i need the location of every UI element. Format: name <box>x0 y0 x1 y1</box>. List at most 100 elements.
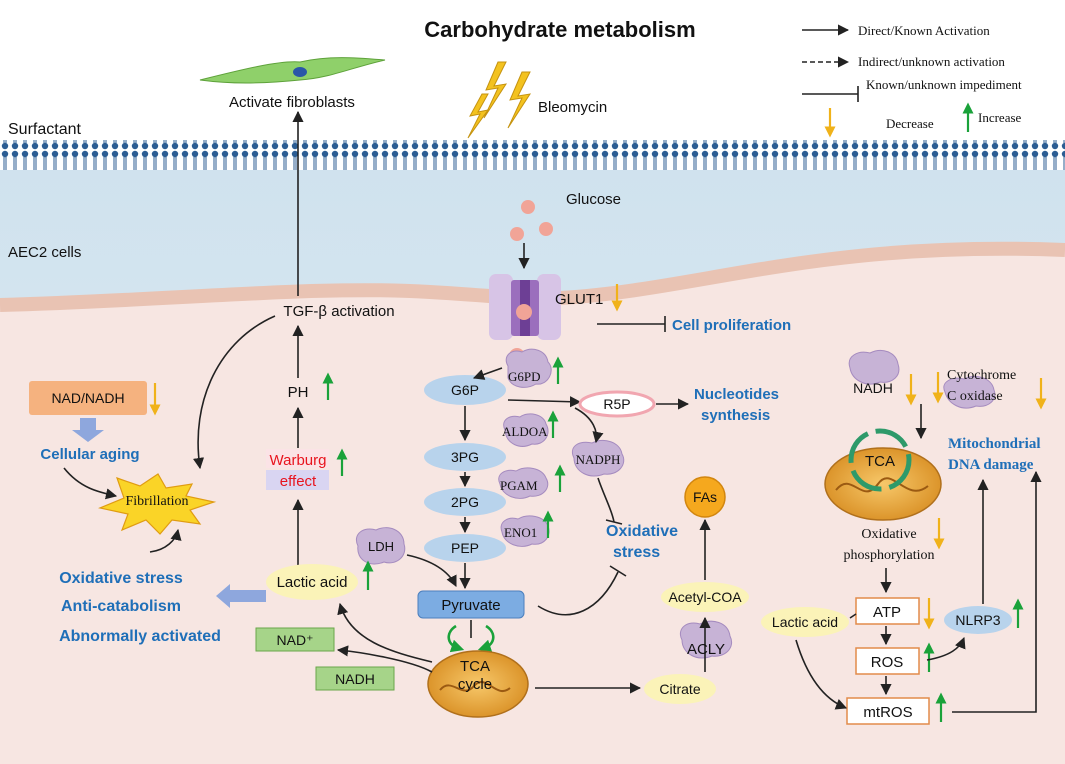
nlrp3-label: NLRP3 <box>955 612 1000 628</box>
ros-label: ROS <box>871 654 904 671</box>
r5p-node <box>578 390 656 418</box>
nad-nadh-label: NAD/NADH <box>51 390 124 406</box>
3pg-label: 3PG <box>451 449 479 465</box>
nadph-label: NADPH <box>576 452 621 467</box>
fibroblast-icon <box>199 57 386 84</box>
mtros-label: mtROS <box>863 704 912 721</box>
pep-label: PEP <box>451 540 479 556</box>
page-title: Carbohydrate metabolism <box>424 17 695 42</box>
glucose-label: Glucose <box>566 191 621 208</box>
fibrillation-starburst-icon <box>97 473 217 535</box>
acly-label: ACLY <box>687 641 725 658</box>
citrate-node <box>644 674 716 704</box>
bleomycin-label: Bleomycin <box>538 99 607 116</box>
down-block-arrow-icon <box>72 418 104 442</box>
mito-dna-label-line1: Mitochondrial <box>948 436 1041 452</box>
glut1-label: GLUT1 <box>555 291 603 308</box>
lactic-acid-right-label: Lactic acid <box>772 614 838 630</box>
aec2-label: AEC2 cells <box>8 244 81 261</box>
3pg-node <box>424 443 506 471</box>
tca-ring-icon <box>848 428 912 492</box>
mitochondrion-right-icon <box>824 447 942 521</box>
legend-decrease: Decrease <box>886 116 934 131</box>
acly-blob <box>680 620 732 659</box>
aldoa-blob <box>503 413 549 447</box>
mitochondrion-left-icon <box>427 650 529 718</box>
enzyme-blobs <box>356 348 996 659</box>
2pg-label: 2PG <box>451 494 479 510</box>
legend: Direct/Known Activation Indirect/unknown… <box>802 23 1022 138</box>
mito-dna-label-line2: DNA damage <box>948 457 1034 473</box>
pyruvate-label: Pyruvate <box>441 597 500 614</box>
activate-fibroblasts-label: Activate fibroblasts <box>229 94 355 111</box>
tca-cycle-label-line2: cycle <box>458 676 492 693</box>
acetyl-coa-label: Acetyl-COA <box>668 589 742 605</box>
oxidative-stress-left-label: Oxidative stress <box>59 570 183 587</box>
eno1-label: ENO1 <box>504 525 537 540</box>
pep-node <box>424 534 506 562</box>
top-region <box>0 0 1065 140</box>
atp-label: ATP <box>873 604 901 621</box>
mtros-box <box>846 697 930 725</box>
ldh-label: LDH <box>368 539 394 554</box>
warburg-label-line2: effect <box>280 473 317 490</box>
anti-catabolism-label: Anti-catabolism <box>61 598 181 615</box>
nad-nadh-box <box>29 381 147 415</box>
ph-label: PH <box>288 384 309 401</box>
nadh-box <box>315 666 395 691</box>
cellular-aging-label: Cellular aging <box>40 446 139 463</box>
lactic-acid-right-node <box>761 607 849 637</box>
nadph-blob <box>572 440 625 477</box>
g6p-label: G6P <box>451 382 479 398</box>
atp-box <box>855 597 920 625</box>
aldoa-label: ALDOA <box>502 424 548 439</box>
tgf-beta-label: TGF-β activation <box>283 303 394 320</box>
nucleotides-label-line1: Nucleotides <box>694 386 779 403</box>
tca-right-label: TCA <box>865 453 895 470</box>
fibrillation-label: Fibrillation <box>126 494 189 509</box>
glycolysis-chain: G6P 3PG 2PG PEP <box>424 367 506 590</box>
glut1-transporter-icon <box>489 274 561 340</box>
nucleotides-label-line2: synthesis <box>701 407 770 424</box>
abnormally-activated-label: Abnormally activated <box>59 628 221 645</box>
fas-node <box>684 476 726 518</box>
legend-increase: Increase <box>978 110 1022 125</box>
nad-plus-label: NAD⁺ <box>277 632 314 648</box>
nlrp3-node <box>944 606 1012 634</box>
nadh-right-label: NADH <box>853 380 893 396</box>
lactic-acid-left-label: Lactic acid <box>277 574 348 591</box>
glucose-molecules-icon <box>510 200 553 241</box>
left-block-arrow-icon <box>216 584 266 608</box>
lactic-acid-left-node <box>266 564 358 600</box>
g6p-node <box>424 375 506 405</box>
legend-impediment: Known/unknown impediment <box>866 77 1022 92</box>
legend-direct: Direct/Known Activation <box>858 23 990 38</box>
2pg-node <box>424 488 506 516</box>
oxphos-label-line1: Oxidative <box>861 527 916 542</box>
legend-indirect: Indirect/unknown activation <box>858 54 1005 69</box>
nadh-right-blob <box>848 350 900 385</box>
fibroblast-nucleus-icon <box>293 67 307 77</box>
ros-box <box>855 647 920 675</box>
tca-cycle-label-line1: TCA <box>460 658 490 675</box>
citrate-label: Citrate <box>659 681 700 697</box>
surfactant-membrane <box>0 140 1065 170</box>
pyruvate-node <box>417 590 525 619</box>
r5p-label: R5P <box>603 396 630 412</box>
cell-proliferation-label: Cell proliferation <box>672 317 791 334</box>
cytochrome-label-line1: Cytochrome <box>947 368 1016 383</box>
nadh-box-label: NADH <box>335 671 375 687</box>
oxidative-stress-center-line2: stress <box>613 544 660 561</box>
oxphos-label-line2: phosphorylation <box>844 548 935 563</box>
g6pd-blob <box>505 348 552 388</box>
fas-label: FAs <box>693 489 717 505</box>
cytochrome-label-line2: C oxidase <box>947 389 1003 404</box>
warburg-label-line1: Warburg <box>270 452 327 469</box>
cyto-blob <box>943 376 996 409</box>
bleomycin-lightning-icon <box>467 61 532 139</box>
pgam-blob <box>498 467 549 499</box>
oxidative-stress-center-line1: Oxidative <box>606 523 678 540</box>
acetyl-coa-node <box>661 582 749 612</box>
